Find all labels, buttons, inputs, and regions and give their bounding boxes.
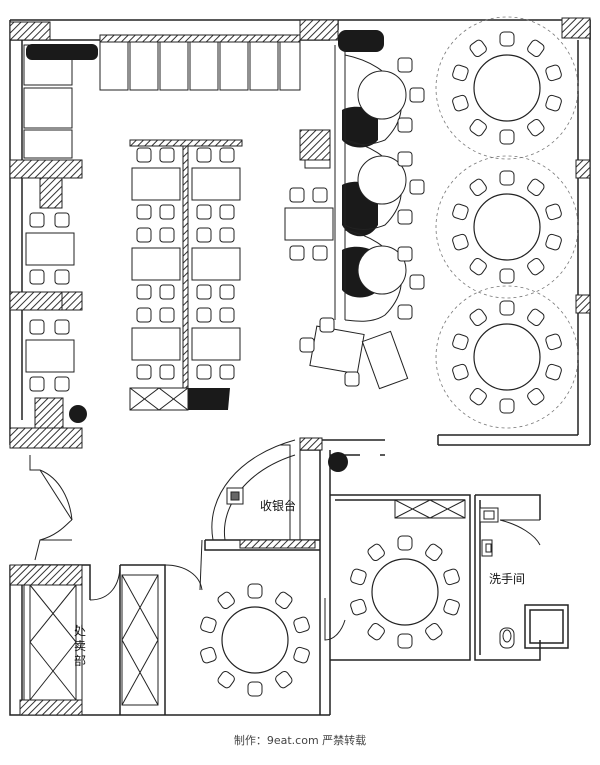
chair — [443, 568, 460, 586]
chair — [200, 616, 217, 634]
chair — [200, 646, 217, 664]
chair — [247, 681, 263, 697]
center-table-group — [129, 139, 243, 411]
chair — [397, 633, 413, 649]
chair — [499, 129, 515, 145]
cashier-label: 收银台 — [260, 499, 297, 513]
chair — [499, 31, 515, 47]
takeout-counter — [23, 574, 159, 706]
chair — [545, 233, 562, 251]
curved-booth-chairs — [397, 57, 425, 320]
chair — [425, 622, 443, 641]
chair — [527, 257, 545, 276]
chair — [469, 178, 487, 197]
chair — [527, 118, 545, 137]
restroom-fixtures — [479, 507, 515, 649]
chair — [545, 203, 562, 221]
round-table-5 — [350, 535, 460, 649]
chair — [499, 268, 515, 284]
mid-table-group — [284, 159, 409, 390]
chair — [367, 622, 385, 641]
walls — [9, 19, 591, 716]
chair — [452, 333, 469, 351]
chair — [545, 363, 562, 381]
chair — [425, 543, 443, 562]
chair — [452, 64, 469, 82]
doors — [29, 455, 541, 641]
round-table-1 — [435, 16, 579, 160]
cashier-counter — [211, 439, 316, 549]
credit-text: 制作：9eat.com 严禁转载 — [233, 734, 367, 747]
chair — [247, 583, 263, 599]
chair — [275, 591, 293, 610]
booth-column-left — [23, 44, 73, 159]
round-table-2 — [435, 155, 579, 299]
curved-booths — [334, 45, 407, 322]
chair — [293, 646, 310, 664]
chair — [499, 300, 515, 316]
chair — [452, 94, 469, 112]
chair — [293, 616, 310, 634]
chair — [469, 39, 487, 58]
round-tables — [200, 16, 579, 697]
chair — [452, 233, 469, 251]
left-table-group — [25, 212, 75, 392]
chair — [350, 598, 367, 616]
round-table-4 — [200, 583, 310, 697]
chair — [527, 178, 545, 197]
chair — [499, 398, 515, 414]
chair — [217, 591, 235, 610]
chair — [469, 308, 487, 327]
pillars — [9, 17, 591, 716]
chair — [452, 363, 469, 381]
chair — [452, 203, 469, 221]
chair — [499, 170, 515, 186]
restroom-label: 洗手间 — [489, 572, 526, 586]
chair — [545, 94, 562, 112]
round-table-3 — [435, 285, 579, 429]
chair — [275, 670, 293, 689]
chair — [469, 387, 487, 406]
chair — [527, 387, 545, 406]
chair — [527, 308, 545, 327]
booth-row-top — [99, 34, 301, 91]
chair — [367, 543, 385, 562]
takeout-label: 处卖部 — [73, 624, 86, 668]
chair — [397, 535, 413, 551]
chair — [469, 118, 487, 137]
chair — [527, 39, 545, 58]
chair — [545, 333, 562, 351]
chair — [443, 598, 460, 616]
chair — [545, 64, 562, 82]
center-chairs — [136, 147, 235, 380]
chair — [350, 568, 367, 586]
chair — [469, 257, 487, 276]
private-room — [394, 499, 466, 519]
chair — [217, 670, 235, 689]
